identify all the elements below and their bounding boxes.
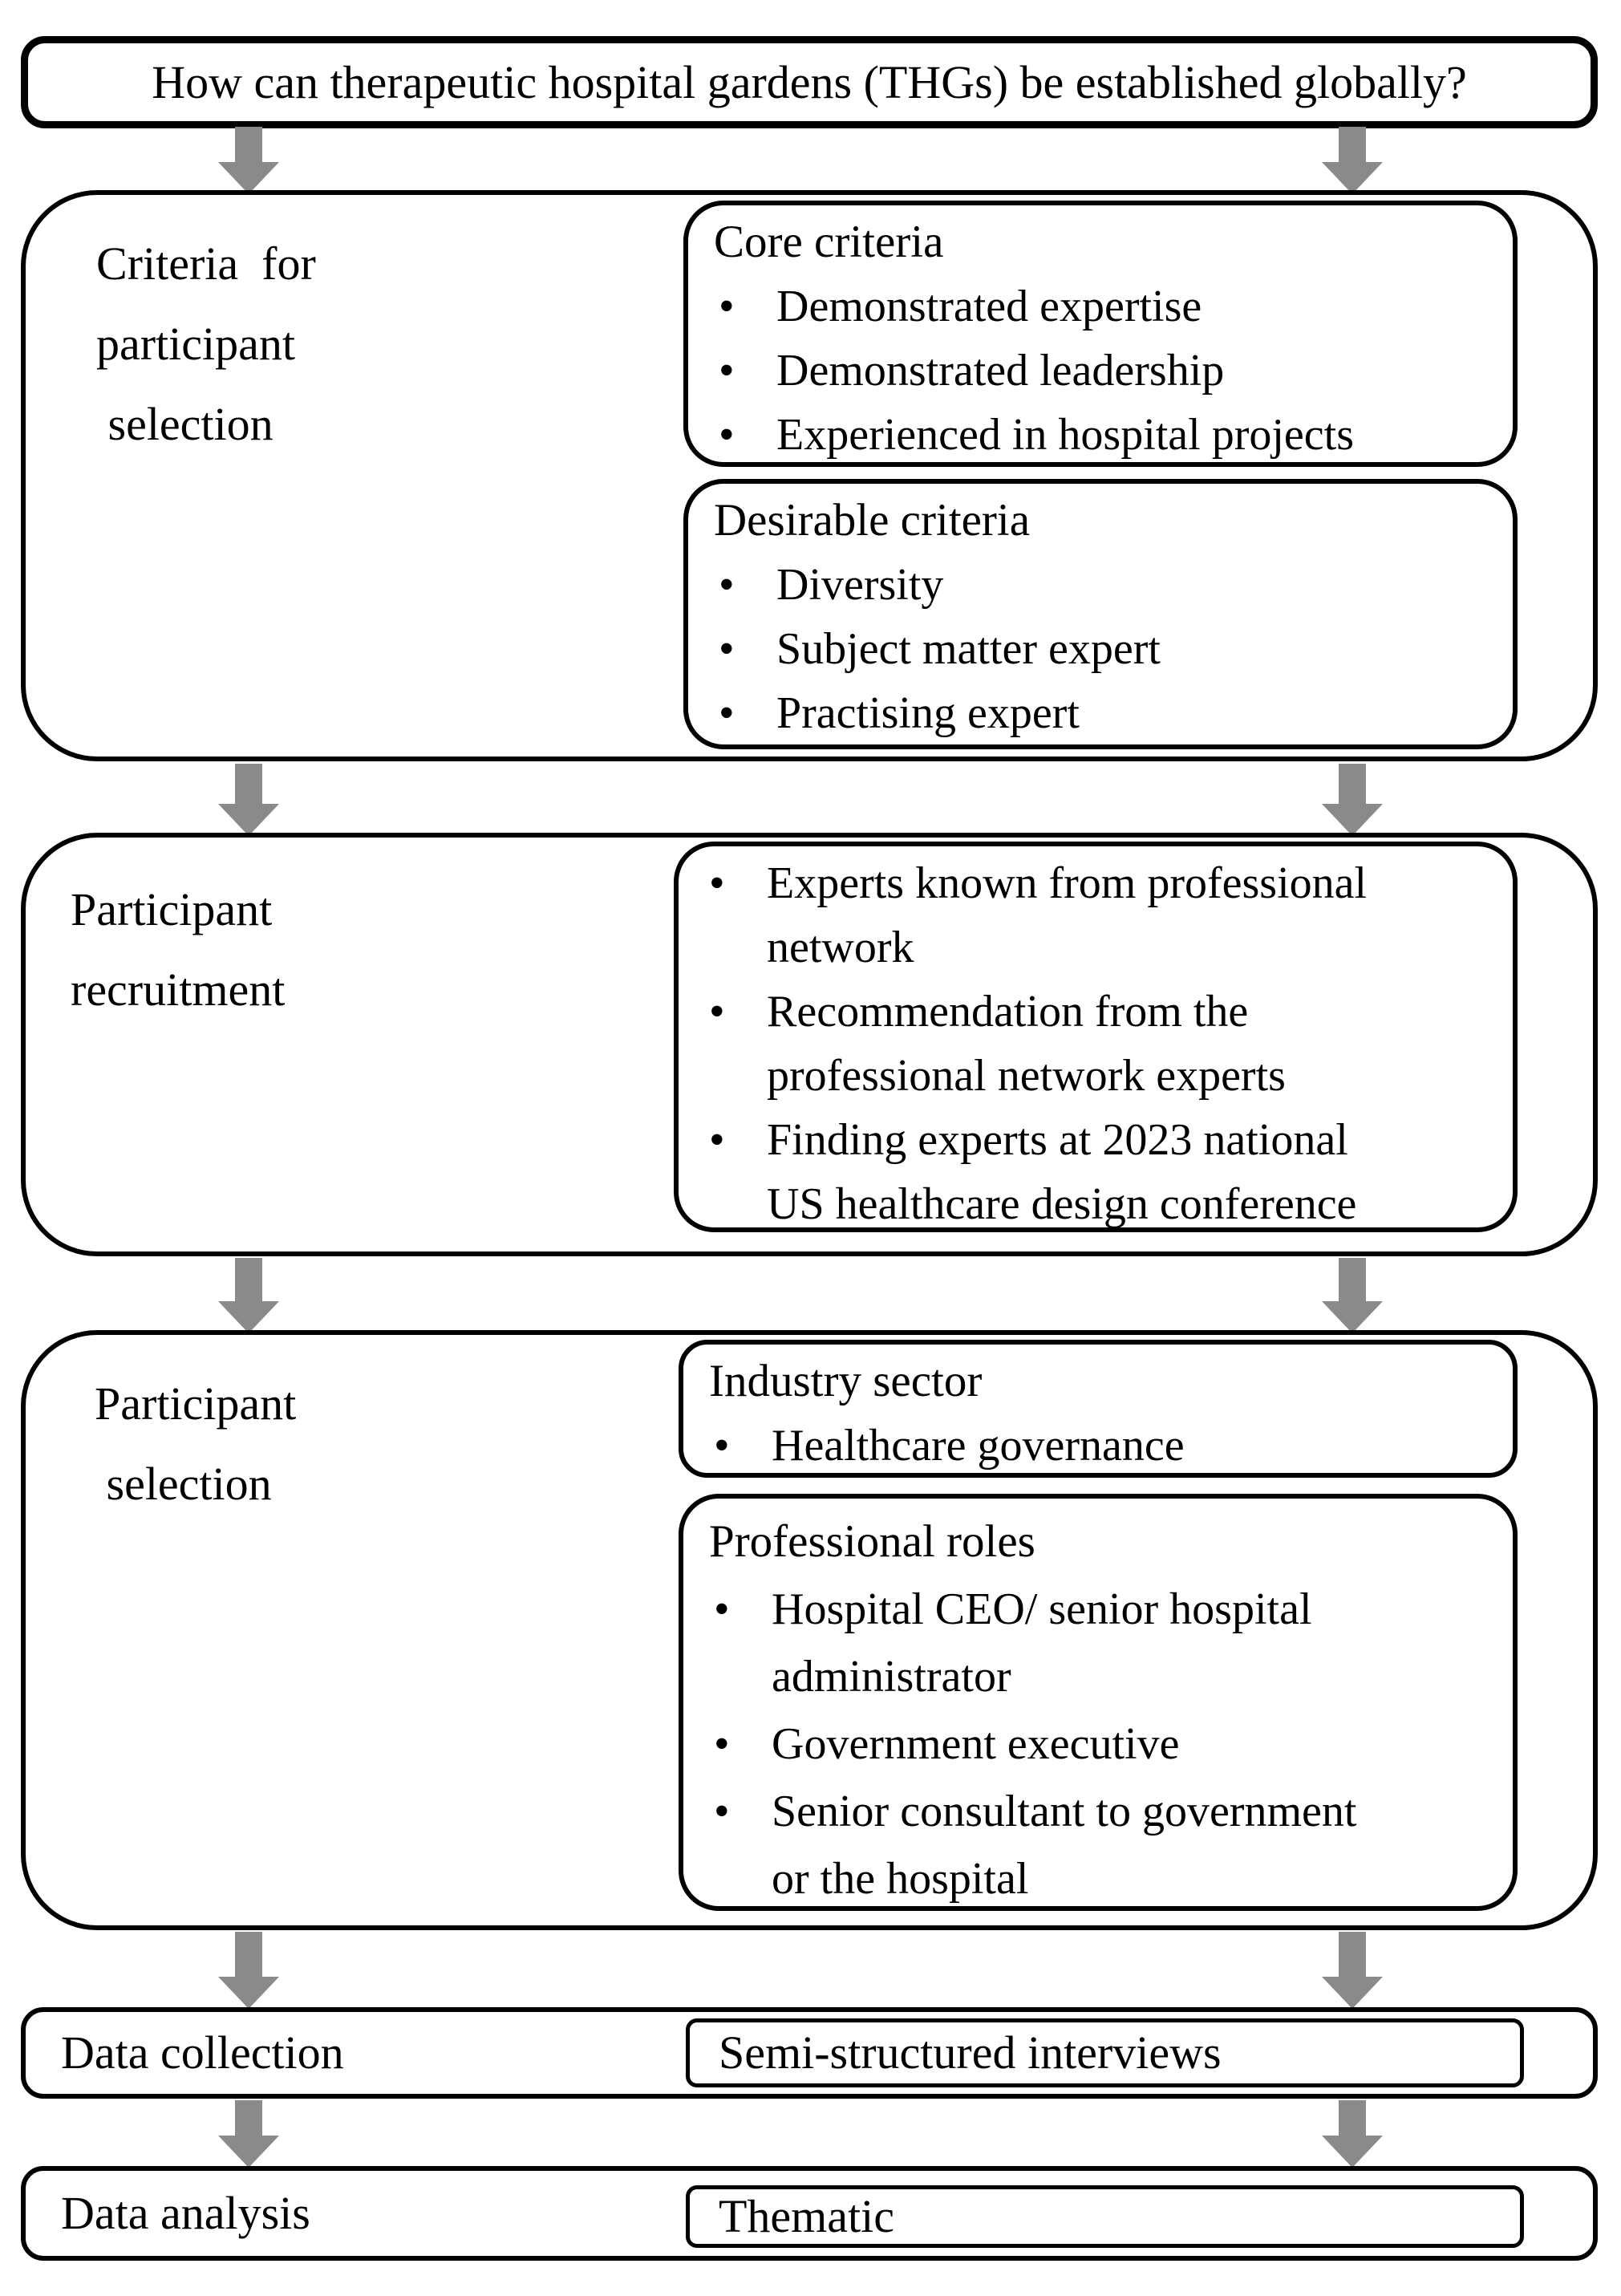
down-arrow-recruitment-selection-left: [218, 1258, 279, 1333]
arrow-head-icon: [218, 1301, 279, 1333]
arrow-head-icon: [1322, 2136, 1383, 2168]
list-item: Demonstrated expertise: [688, 274, 1500, 339]
list-item: Finding experts at 2023 national US heal…: [679, 1108, 1500, 1236]
list-item: Demonstrated leadership: [688, 339, 1500, 403]
data-collection-method-box: Semi-structured interviews: [686, 2018, 1524, 2087]
recruitment-methods-box: Experts known from professional network …: [674, 842, 1518, 1232]
down-arrow-criteria-recruitment-left: [218, 764, 279, 836]
list-item: Government executive: [683, 1710, 1500, 1778]
down-arrow-recruitment-selection-right: [1322, 1258, 1383, 1333]
down-arrow-question-criteria-right: [1322, 127, 1383, 194]
arrow-head-icon: [1322, 162, 1383, 194]
list-item: Practising expert: [688, 681, 1500, 745]
down-arrow-selection-collection-left: [218, 1932, 279, 2009]
arrow-shaft: [1339, 2100, 1366, 2136]
arrow-shaft: [235, 127, 262, 162]
arrow-shaft: [235, 764, 262, 804]
stage-criteria-label: Criteria for participant selection: [96, 237, 316, 450]
down-arrow-question-criteria-left: [218, 127, 279, 194]
desirable-criteria-box: Desirable criteria Diversity Subject mat…: [683, 479, 1518, 749]
arrow-shaft: [1339, 127, 1366, 162]
arrow-head-icon: [218, 804, 279, 836]
down-arrow-criteria-recruitment-right: [1322, 764, 1383, 836]
arrow-shaft: [235, 1932, 262, 1977]
professional-roles-list: Hospital CEO/ senior hospital administra…: [683, 1576, 1513, 1913]
data-collection-method: Semi-structured interviews: [719, 2026, 1222, 2079]
stage-recruitment-box: Participant recruitment Experts known fr…: [21, 833, 1598, 1256]
down-arrow-collection-analysis-right: [1322, 2100, 1383, 2168]
data-analysis-label: Data analysis: [61, 2187, 310, 2239]
data-collection-label: Data collection: [61, 2026, 344, 2079]
recruitment-methods-list: Experts known from professional network …: [679, 846, 1513, 1236]
down-arrow-selection-collection-right: [1322, 1932, 1383, 2009]
arrow-head-icon: [218, 1977, 279, 2009]
stage-data-analysis-box: Data analysis Thematic: [21, 2166, 1598, 2261]
stage-data-collection-box: Data collection Semi-structured intervie…: [21, 2007, 1598, 2099]
professional-roles-title: Professional roles: [709, 1516, 1035, 1567]
arrow-shaft: [1339, 764, 1366, 804]
arrow-head-icon: [1322, 1301, 1383, 1333]
data-analysis-method: Thematic: [719, 2190, 895, 2242]
industry-sector-box: Industry sector Healthcare governance: [679, 1340, 1518, 1478]
stage-selection-box: Participant selection Industry sector He…: [21, 1330, 1598, 1930]
arrow-shaft: [1339, 1932, 1366, 1977]
research-question-text: How can therapeutic hospital gardens (TH…: [152, 55, 1467, 108]
stage-selection-label: Participant selection: [95, 1377, 297, 1510]
down-arrow-collection-analysis-left: [218, 2100, 279, 2168]
industry-sector-list: Healthcare governance: [683, 1414, 1513, 1478]
professional-roles-box: Professional roles Hospital CEO/ senior …: [679, 1494, 1518, 1911]
arrow-shaft: [235, 2100, 262, 2136]
list-item: Experienced in hospital projects: [688, 403, 1500, 467]
list-item: Hospital CEO/ senior hospital administra…: [683, 1576, 1500, 1710]
list-item: Diversity: [688, 553, 1500, 617]
list-item: Senior consultant to government or the h…: [683, 1778, 1500, 1913]
list-item: Experts known from professional network: [679, 851, 1500, 980]
stage-criteria-box: Criteria for participant selection Core …: [21, 190, 1598, 761]
industry-sector-title: Industry sector: [709, 1356, 983, 1406]
core-criteria-title: Core criteria: [714, 217, 944, 267]
arrow-head-icon: [218, 162, 279, 194]
stage-recruitment-label: Participant recruitment: [71, 883, 286, 1016]
arrow-shaft: [235, 1258, 262, 1301]
arrow-head-icon: [1322, 804, 1383, 836]
data-analysis-method-box: Thematic: [686, 2185, 1524, 2248]
list-item: Recommendation from the professional net…: [679, 980, 1500, 1108]
arrow-head-icon: [218, 2136, 279, 2168]
arrow-shaft: [1339, 1258, 1366, 1301]
desirable-criteria-list: Diversity Subject matter expert Practisi…: [688, 553, 1513, 745]
core-criteria-box: Core criteria Demonstrated expertise Dem…: [683, 201, 1518, 467]
desirable-criteria-title: Desirable criteria: [714, 495, 1031, 546]
list-item: Healthcare governance: [683, 1414, 1500, 1478]
list-item: Subject matter expert: [688, 617, 1500, 681]
research-question-box: How can therapeutic hospital gardens (TH…: [21, 36, 1598, 128]
core-criteria-list: Demonstrated expertise Demonstrated lead…: [688, 274, 1513, 467]
arrow-head-icon: [1322, 1977, 1383, 2009]
